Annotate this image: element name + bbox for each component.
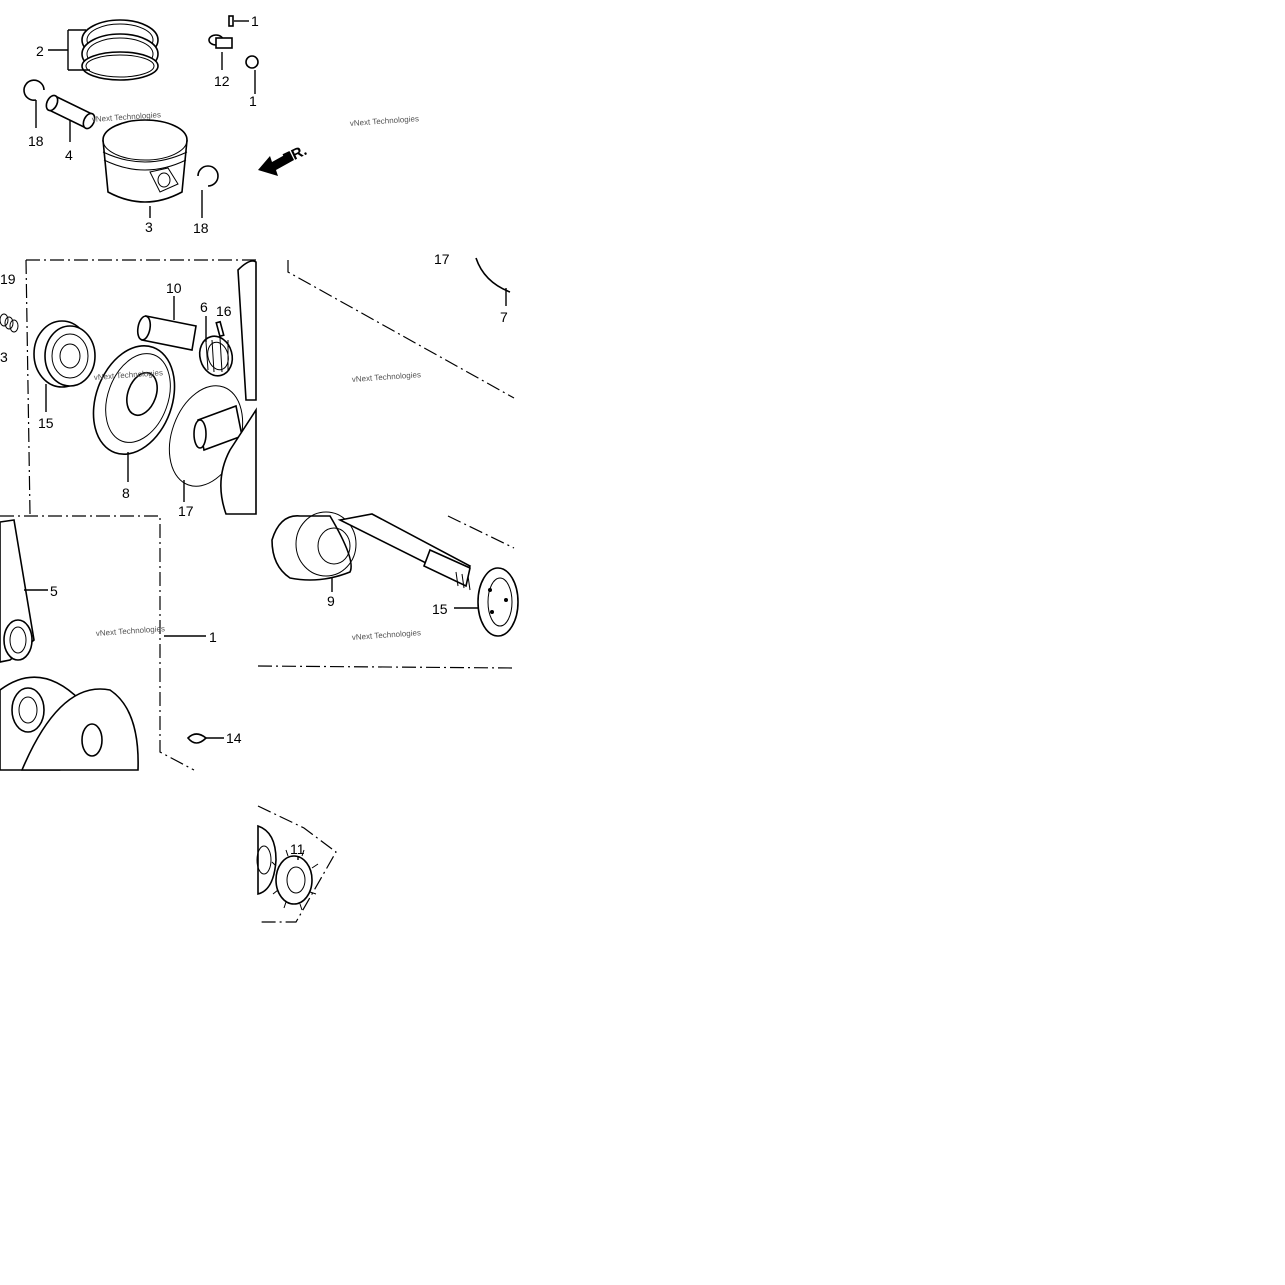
label-19: 19 (0, 271, 16, 287)
front-label: FR. (281, 142, 310, 168)
tile-gear: 11 (256, 805, 337, 923)
label-15: 15 (38, 415, 54, 431)
watermark: vNext Technologies (350, 114, 420, 128)
label-10: 10 (166, 280, 182, 296)
bearing-fragment (256, 824, 277, 896)
label-18-left: 18 (28, 133, 44, 149)
piston-rings (81, 19, 159, 81)
crank-web-9 (271, 511, 357, 581)
label-11: 11 (290, 841, 305, 857)
label-15-right: 15 (432, 601, 448, 617)
circlip-left (23, 79, 45, 101)
label-6: 6 (200, 299, 208, 315)
flywheel-left (0, 676, 139, 771)
label-14: 14 (226, 730, 242, 746)
label-4: 4 (65, 147, 73, 163)
tile-crank-left: 19 3 15 10 6 16 (0, 259, 257, 519)
label-1-top: 1 (251, 13, 259, 29)
crank-pin-10 (136, 315, 197, 351)
woodruff-key-14 (186, 733, 208, 744)
spring-icon (0, 313, 19, 333)
label-2: 2 (36, 43, 44, 59)
label-18-right: 18 (193, 220, 209, 236)
label-7: 7 (500, 309, 508, 325)
tile-crank-right: 9 15 vNext Technologies (257, 511, 519, 669)
pin-icon (228, 15, 234, 27)
crankshaft-end (193, 260, 257, 515)
tile-connecting-rod: 5 1 14 vNext Technologies (0, 515, 242, 771)
label-5: 5 (50, 583, 58, 599)
label-17: 17 (178, 503, 194, 519)
crankshaft-right (337, 513, 472, 591)
watermark: vNext Technologies (352, 370, 422, 384)
seal-plate-8 (92, 344, 176, 456)
label-8: 8 (122, 485, 130, 501)
watermark: vNext Technologies (96, 624, 166, 638)
piston (102, 119, 188, 203)
circlip-right (197, 165, 219, 187)
label-16: 16 (216, 303, 232, 319)
tile-front-arrow: FR. vNext Technologies (258, 114, 419, 176)
bearing-15-right (477, 567, 519, 637)
bolt-12 (208, 34, 233, 49)
sprocket-11 (271, 849, 319, 911)
needle-bearing-6 (198, 335, 234, 377)
label-9: 9 (327, 593, 335, 609)
watermark: vNext Technologies (352, 628, 422, 642)
label-1-cut: 1 (249, 93, 257, 109)
label-3-left: 3 (0, 349, 8, 365)
key-16 (215, 320, 225, 338)
bearing-15 (33, 320, 96, 388)
tile-crank-right-top: 17 7 vNext Technologies (287, 251, 515, 399)
label-3: 3 (145, 219, 153, 235)
connecting-rod-5 (0, 519, 35, 663)
front-arrow-icon (258, 152, 294, 176)
label-12: 12 (214, 73, 230, 89)
label-17-cut: 17 (434, 251, 450, 267)
label-1-crank: 1 (209, 629, 217, 645)
tile-piston: 2 1 12 1 18 4 (23, 13, 259, 236)
piston-pin (45, 94, 96, 130)
